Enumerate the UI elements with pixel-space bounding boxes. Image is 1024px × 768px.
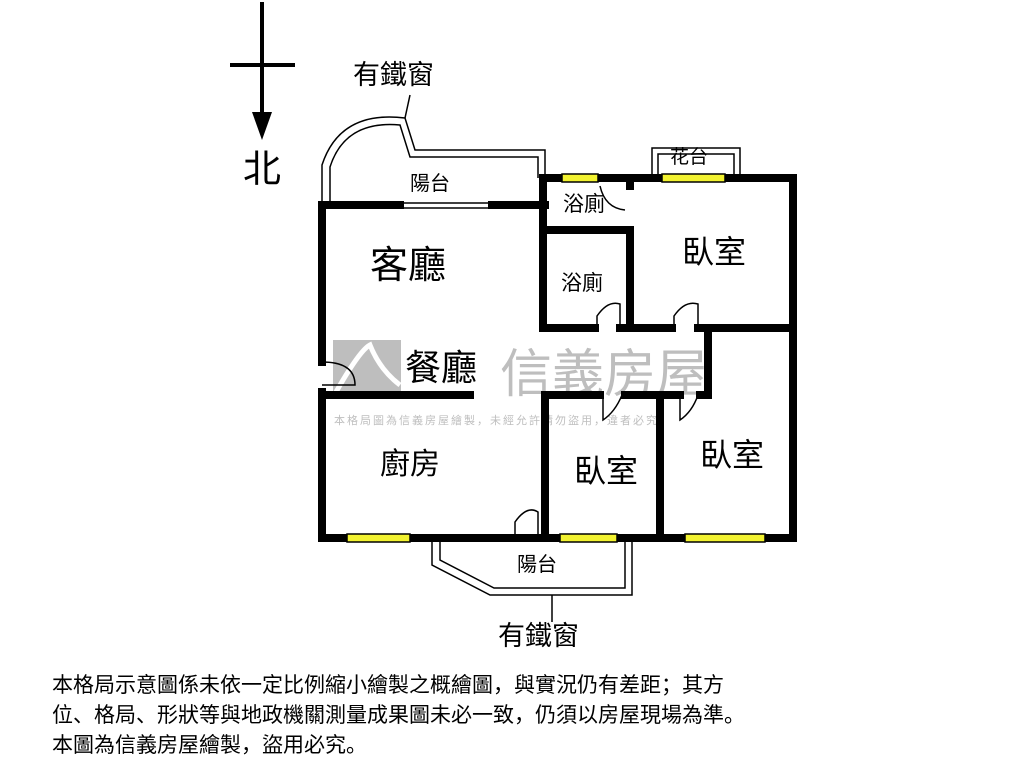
disclaimer-line: 位、格局、形狀等與地政機關測量成果圖未必一致，仍須以房屋現場為準。 bbox=[52, 703, 745, 727]
dining-room-label: 餐廳 bbox=[405, 348, 477, 389]
bedroom-label-3: 臥室 bbox=[574, 452, 638, 490]
bathroom-label-2: 浴廁 bbox=[561, 271, 603, 295]
sliding-door bbox=[400, 202, 495, 209]
arrow-down-icon bbox=[252, 112, 272, 140]
bedroom-door bbox=[679, 391, 699, 422]
bedroom-label-1: 臥室 bbox=[682, 233, 746, 271]
living-room-label: 客廳 bbox=[370, 243, 446, 287]
entrance-door bbox=[321, 361, 356, 386]
disclaimer-line: 本圖為信義房屋繪製，盜用必究。 bbox=[52, 733, 367, 757]
bathroom-door bbox=[596, 302, 621, 332]
bathroom-door bbox=[599, 185, 626, 211]
bedroom-label-2: 臥室 bbox=[700, 436, 764, 474]
balcony-outlines bbox=[321, 94, 741, 622]
bedroom-door bbox=[602, 391, 623, 422]
iron-window-label-top: 有鐵窗 bbox=[353, 60, 434, 91]
disclaimer: 本格局示意圖係未依一定比例縮小繪製之概繪圖，與實況仍有差距；其方 位、格局、形狀… bbox=[52, 670, 1012, 760]
kitchen-door bbox=[514, 509, 539, 538]
north-compass bbox=[230, 2, 295, 140]
disclaimer-line: 本格局示意圖係未依一定比例縮小繪製之概繪圖，與實況仍有差距；其方 bbox=[52, 673, 724, 697]
compass-north-label: 北 bbox=[243, 147, 281, 191]
windows bbox=[346, 173, 766, 543]
watermark: 信義房屋 本格局圖為信義房屋繪製，未經允許請勿盜用，違者必究 bbox=[333, 340, 708, 427]
balcony-label-bottom: 陽台 bbox=[517, 552, 557, 576]
balcony-label-top: 陽台 bbox=[410, 171, 450, 195]
iron-window-label-bottom: 有鐵窗 bbox=[498, 621, 579, 652]
watermark-notice: 本格局圖為信義房屋繪製，未經允許請勿盜用，違者必究 bbox=[334, 413, 659, 427]
kitchen-label: 廚房 bbox=[380, 447, 440, 482]
planter-label: 花台 bbox=[670, 146, 708, 168]
bathroom-label-1: 浴廁 bbox=[563, 192, 605, 216]
bedroom-door bbox=[673, 302, 699, 332]
doors bbox=[321, 185, 699, 538]
walls bbox=[318, 174, 797, 542]
